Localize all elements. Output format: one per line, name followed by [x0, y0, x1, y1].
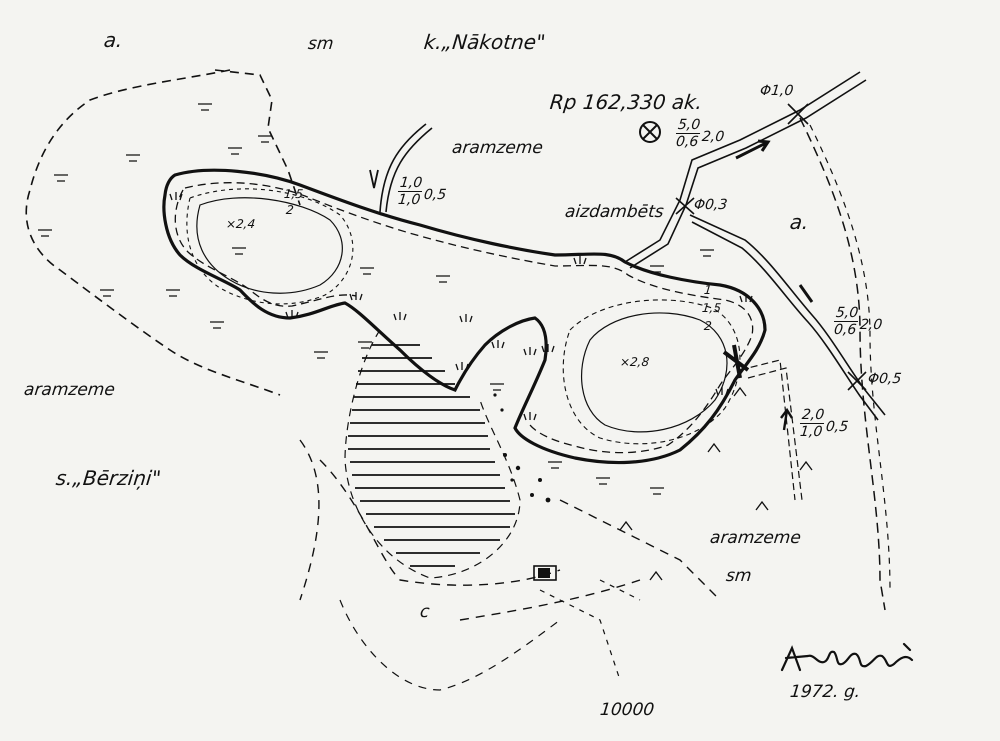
boundary-bottom — [339, 599, 561, 691]
ditch-upper-num: 5,0 — [675, 117, 702, 134]
label-aramzeme-top: aramzeme — [451, 138, 544, 158]
label-k-nakotne: k.„Nākotne" — [422, 30, 547, 54]
label-scale: 10000 — [599, 700, 656, 720]
marsh-hatching — [348, 344, 515, 567]
stone-dots — [493, 393, 551, 503]
inflow-ditch — [379, 123, 433, 213]
outflow-ditch-upper — [624, 71, 867, 269]
label-s-berzini: s.„Bērziņi" — [54, 466, 163, 490]
outflow-ditch-lower — [739, 359, 803, 501]
contour-label-15-west: 1,5 — [283, 187, 304, 201]
label-phi-10: Φ1,0 — [759, 83, 795, 99]
flow-arrow-upper — [735, 139, 771, 160]
depth-west: ×2,4 — [225, 217, 256, 231]
ditch-lower-den: 1,0 — [799, 424, 824, 440]
label-sm-top: sm — [307, 34, 335, 54]
ditch-inflow-den: 1,0 — [397, 192, 422, 208]
benchmark-circle-cross-icon — [639, 121, 661, 143]
flow-arrow-right — [798, 284, 814, 303]
contour-label-2-west: 2 — [285, 203, 295, 217]
ditch-right-num: 5,0 — [833, 305, 860, 322]
ditch-right-right: 2,0 — [859, 316, 884, 333]
field-boundary-right — [799, 117, 886, 611]
ditch-lower-right: 0,5 — [825, 418, 850, 435]
depth-contour-east-2 — [562, 299, 741, 445]
depth-contour-1b — [174, 189, 357, 307]
ditch-right-den: 0,6 — [833, 322, 858, 338]
label-aramzeme-left: aramzeme — [23, 380, 116, 400]
sluice — [722, 344, 750, 379]
label-rp-benchmark: Rp 162,330 ak. — [548, 90, 704, 114]
flow-arrow-lower — [780, 407, 794, 431]
label-phi-03: Φ0,3 — [693, 197, 729, 213]
ditch-upper-right: 2,0 — [701, 128, 726, 145]
marsh-outline — [344, 329, 521, 579]
field-boundary-dashed — [25, 69, 301, 396]
path-lower — [539, 579, 641, 681]
contour-label-2-east: 2 — [703, 319, 713, 333]
field-boundary-right-inner — [809, 124, 891, 591]
depth-contour-east — [580, 312, 728, 433]
label-sm-bottom: sm — [725, 566, 753, 586]
culvert-mark-3 — [847, 371, 867, 391]
label-a-top: a. — [102, 28, 124, 52]
ditch-upper-den: 0,6 — [675, 134, 700, 150]
lake-shoreline — [162, 168, 767, 465]
arable-symbols — [619, 386, 813, 581]
culvert-mark-2 — [675, 197, 695, 215]
depth-east: ×2,8 — [619, 355, 650, 369]
outflow-ditch-right — [689, 214, 886, 421]
handwritten-signature — [780, 642, 914, 672]
field-boundary-lower — [299, 439, 721, 621]
label-c: c — [419, 602, 431, 622]
label-a-right: a. — [788, 210, 810, 234]
ditch-inflow-num: 1,0 — [397, 175, 424, 192]
ditch-lower-num: 2,0 — [799, 407, 826, 424]
building-icon — [533, 565, 557, 581]
culvert-mark-1 — [787, 103, 809, 125]
label-aizdambets: aizdambēts — [564, 202, 665, 222]
label-aramzeme-bottom: aramzeme — [709, 528, 802, 548]
contour-label-15-east: 1,5 — [701, 301, 722, 315]
label-year: 1972. g. — [789, 682, 862, 702]
depth-contour-west-2 — [186, 188, 354, 305]
meadow-symbols — [38, 103, 714, 495]
contour-label-1-east: 1 — [703, 283, 713, 297]
label-phi-05: Φ0,5 — [867, 371, 903, 387]
ditch-inflow-right: 0,5 — [423, 186, 448, 203]
depth-contour-1 — [184, 182, 754, 454]
reed-symbols — [169, 192, 753, 421]
inflow-arrow — [369, 169, 379, 189]
depth-contour-west — [196, 197, 343, 294]
